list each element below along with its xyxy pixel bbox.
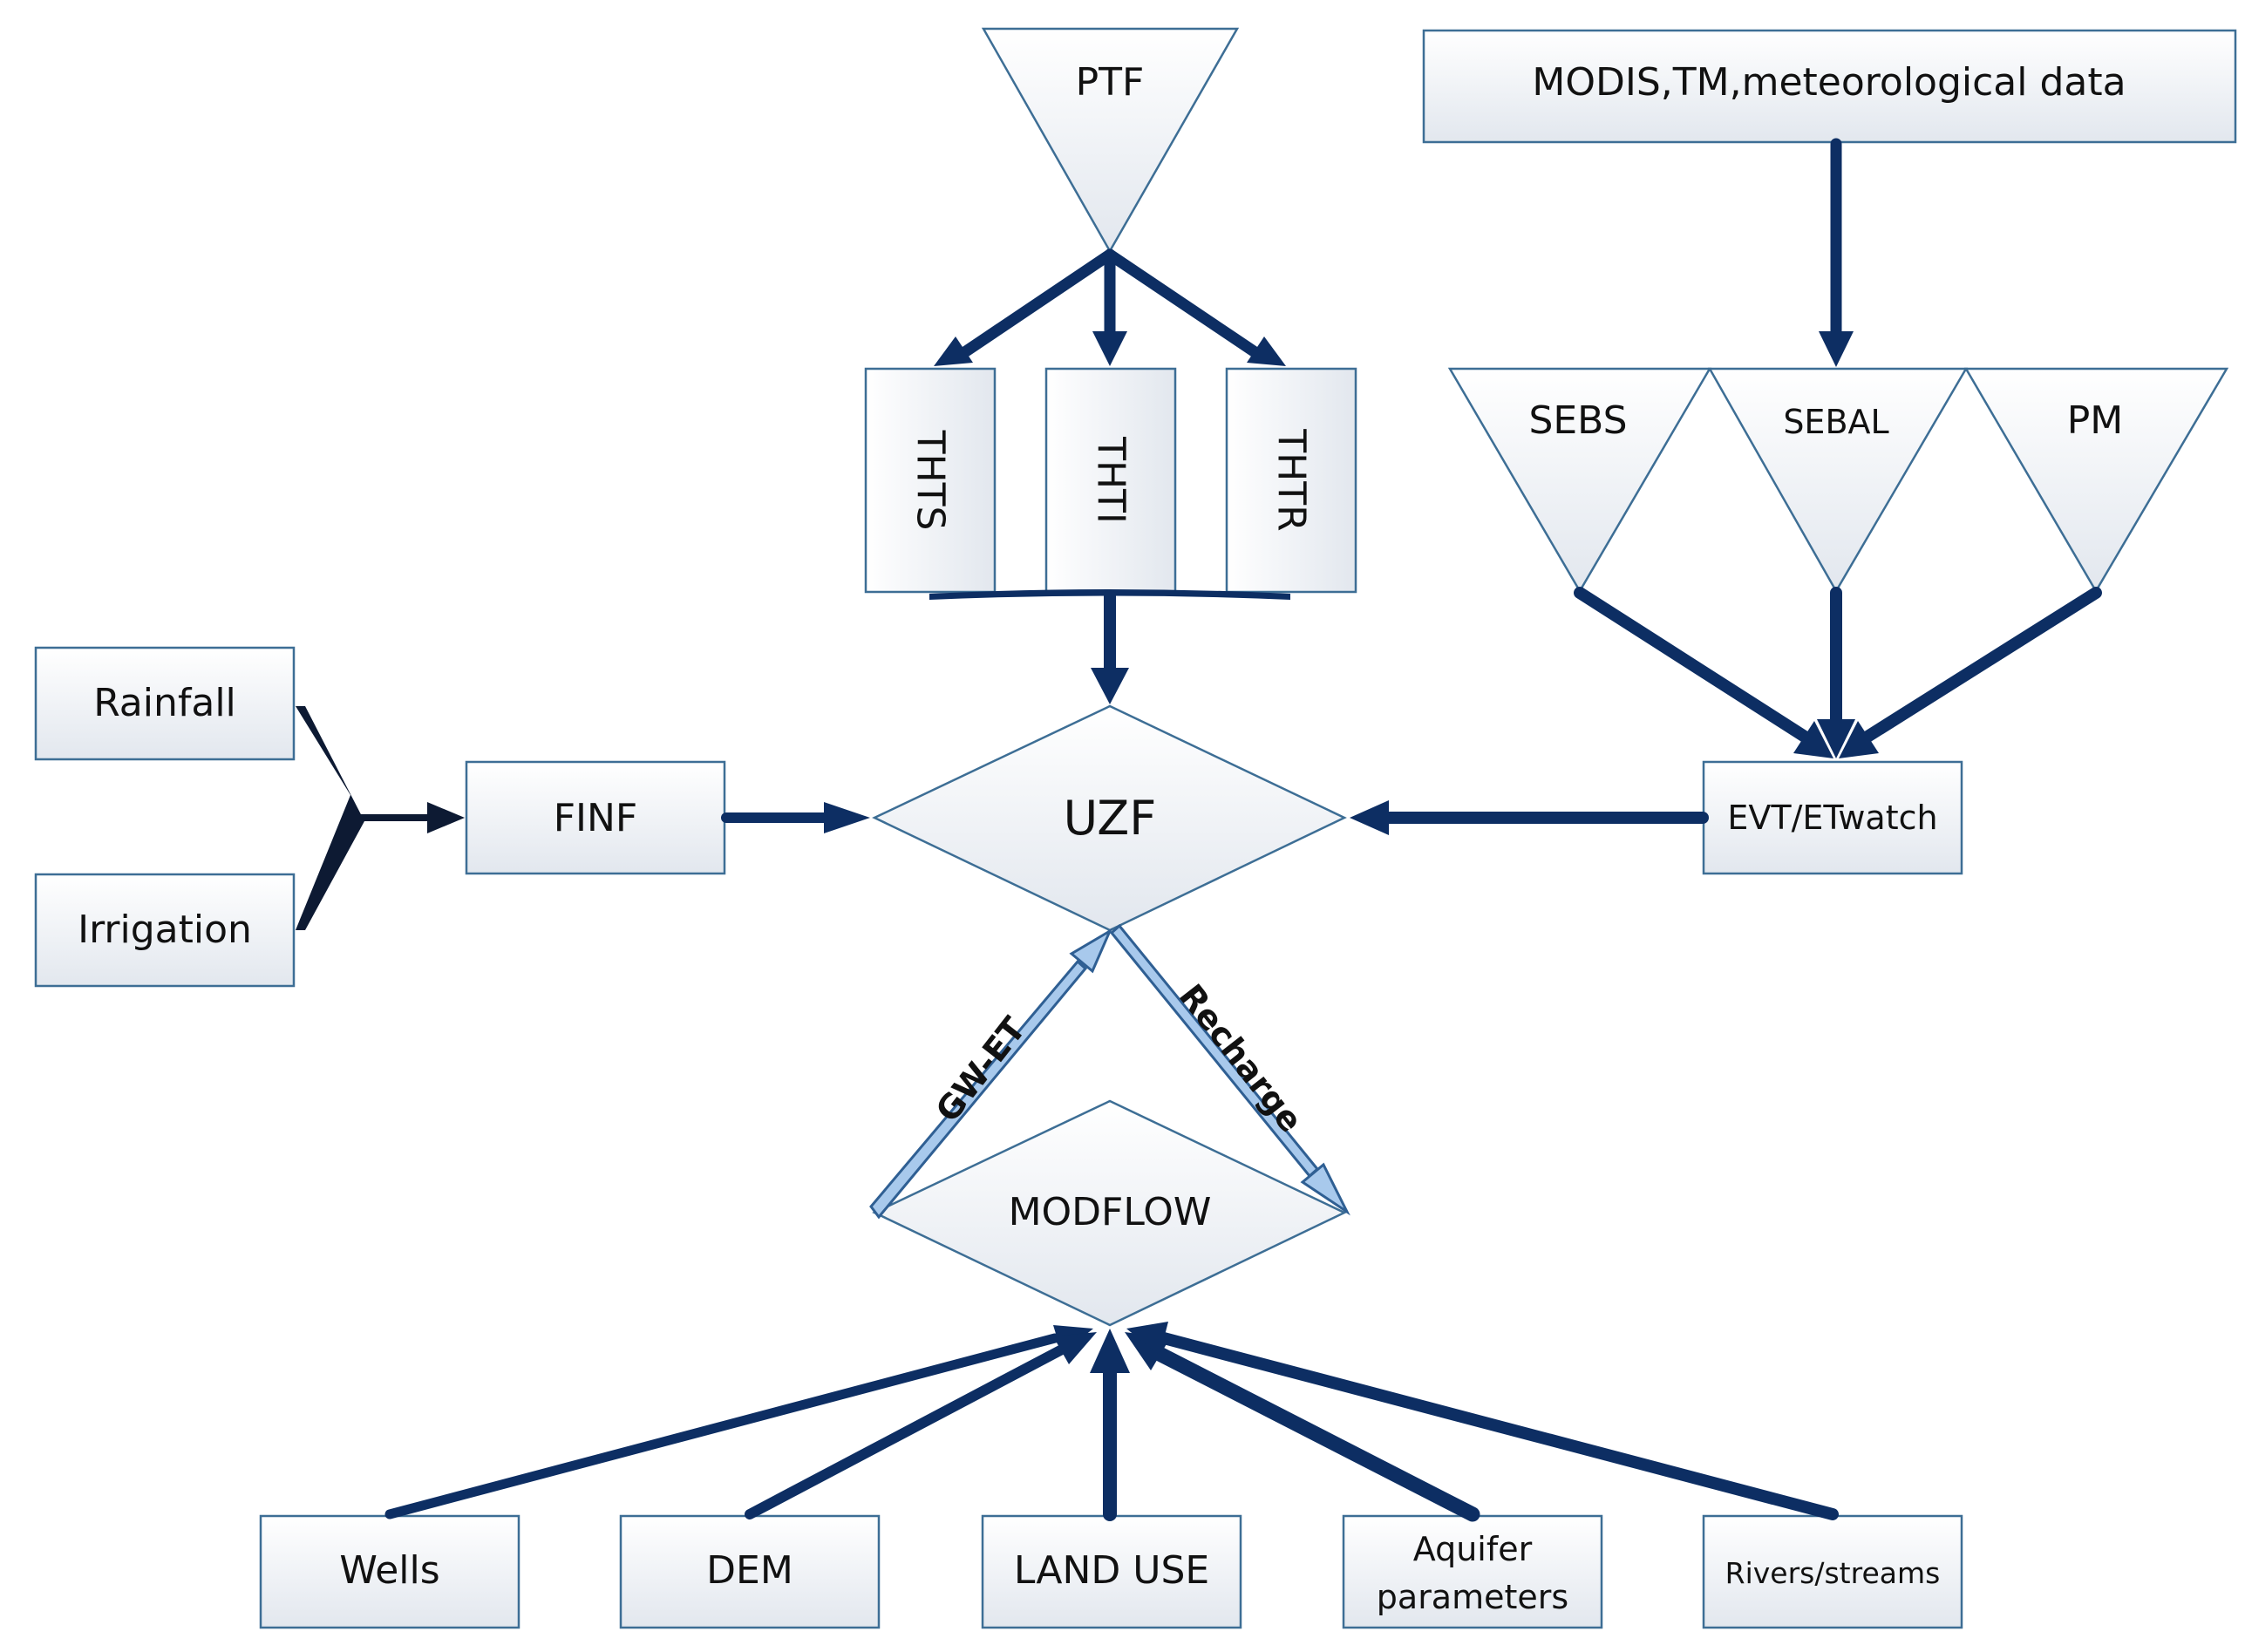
ptf-label: PTF [1076,60,1145,105]
sebs-label: SEBS [1528,398,1627,443]
arrow-dem-modflow [745,1344,1067,1519]
sebal-label: SEBAL [1783,403,1888,441]
land-use-box [981,1514,1242,1629]
arrowhead-landuse-modflow [1090,1329,1130,1373]
arrow-pm-evt [1861,587,2102,743]
arrow-ptf-thts [957,248,1116,359]
aquifer-label-line2: parameters [1377,1578,1568,1616]
rainfall-label: Rainfall [93,681,236,725]
gw-et-arrowhead [1069,928,1113,974]
irrigation-box [34,873,296,988]
modflow-diamond [872,1099,1347,1327]
arrowhead-ptf-thti [1092,331,1127,366]
arrowhead-finf-uzf [824,802,870,833]
recharge-arrowhead [1300,1162,1350,1216]
rainfall-irrigation-merge [296,706,364,930]
arrowhead-tht-uzf [1091,668,1129,704]
thts-label: THTS [908,430,953,531]
dem-label: DEM [706,1548,793,1593]
irrigation-label: Irrigation [78,908,252,952]
arrowhead-sebal-evt [1817,719,1855,758]
arrowhead-ptf-thts [934,337,973,366]
thti-label: THTI [1089,436,1133,524]
sebal-triangle [1707,367,1969,594]
aquifer-box [1342,1514,1603,1629]
rivers-box [1702,1514,1963,1629]
sebs-triangle [1447,367,1712,594]
arrow-wells-modflow [384,1333,1060,1519]
thts-box [864,367,997,594]
arrowhead-ptf-thtr [1247,337,1286,366]
modflow-label: MODFLOW [1009,1190,1212,1234]
rivers-label: Rivers/streams [1725,1556,1941,1590]
land-use-label: LAND USE [1014,1548,1209,1593]
gw-et-shaft [869,959,1088,1220]
arrowhead-data-sebal [1819,331,1854,367]
data-sources-label: MODIS,TM,meteorological data [1532,60,2126,105]
gw-et-label: GW-ET [929,1010,1033,1130]
arrowhead-sebs-evt [1793,721,1833,758]
arrowhead-rivers-modflow [1126,1322,1168,1356]
dark-arrows [296,138,2102,1522]
recharge-label: Recharge [1172,977,1310,1139]
aquifer-label-line1: Aquifer [1413,1530,1533,1568]
pm-label: PM [2067,398,2124,443]
light-arrows [869,923,1350,1220]
arrow-ptf-thtr [1104,248,1262,359]
data-sources-box [1422,29,2237,144]
ptf-triangle [981,27,1240,254]
arrow-rivers-modflow [1158,1332,1839,1520]
rainfall-box [34,646,296,761]
evt-box [1702,760,1963,875]
arrow-sebs-evt [1574,587,1811,743]
wells-label: Wells [339,1548,439,1593]
arrowhead-evt-uzf [1350,800,1389,835]
arrowhead-merge-finf [427,802,465,833]
uzf-label: UZF [1064,791,1157,846]
arrowhead-dem-modflow [1053,1332,1097,1364]
arrowhead-pm-evt [1839,721,1879,758]
evt-label: EVT/ETwatch [1727,799,1937,837]
thti-box [1044,367,1177,594]
arrow-aquifer-modflow [1152,1346,1480,1522]
dem-box [619,1514,881,1629]
finf-label: FINF [554,796,638,840]
finf-box [465,760,726,875]
pm-triangle [1963,367,2229,594]
thtr-label: THTR [1269,428,1314,531]
thtr-box [1225,367,1357,594]
shapes [34,27,2237,1629]
